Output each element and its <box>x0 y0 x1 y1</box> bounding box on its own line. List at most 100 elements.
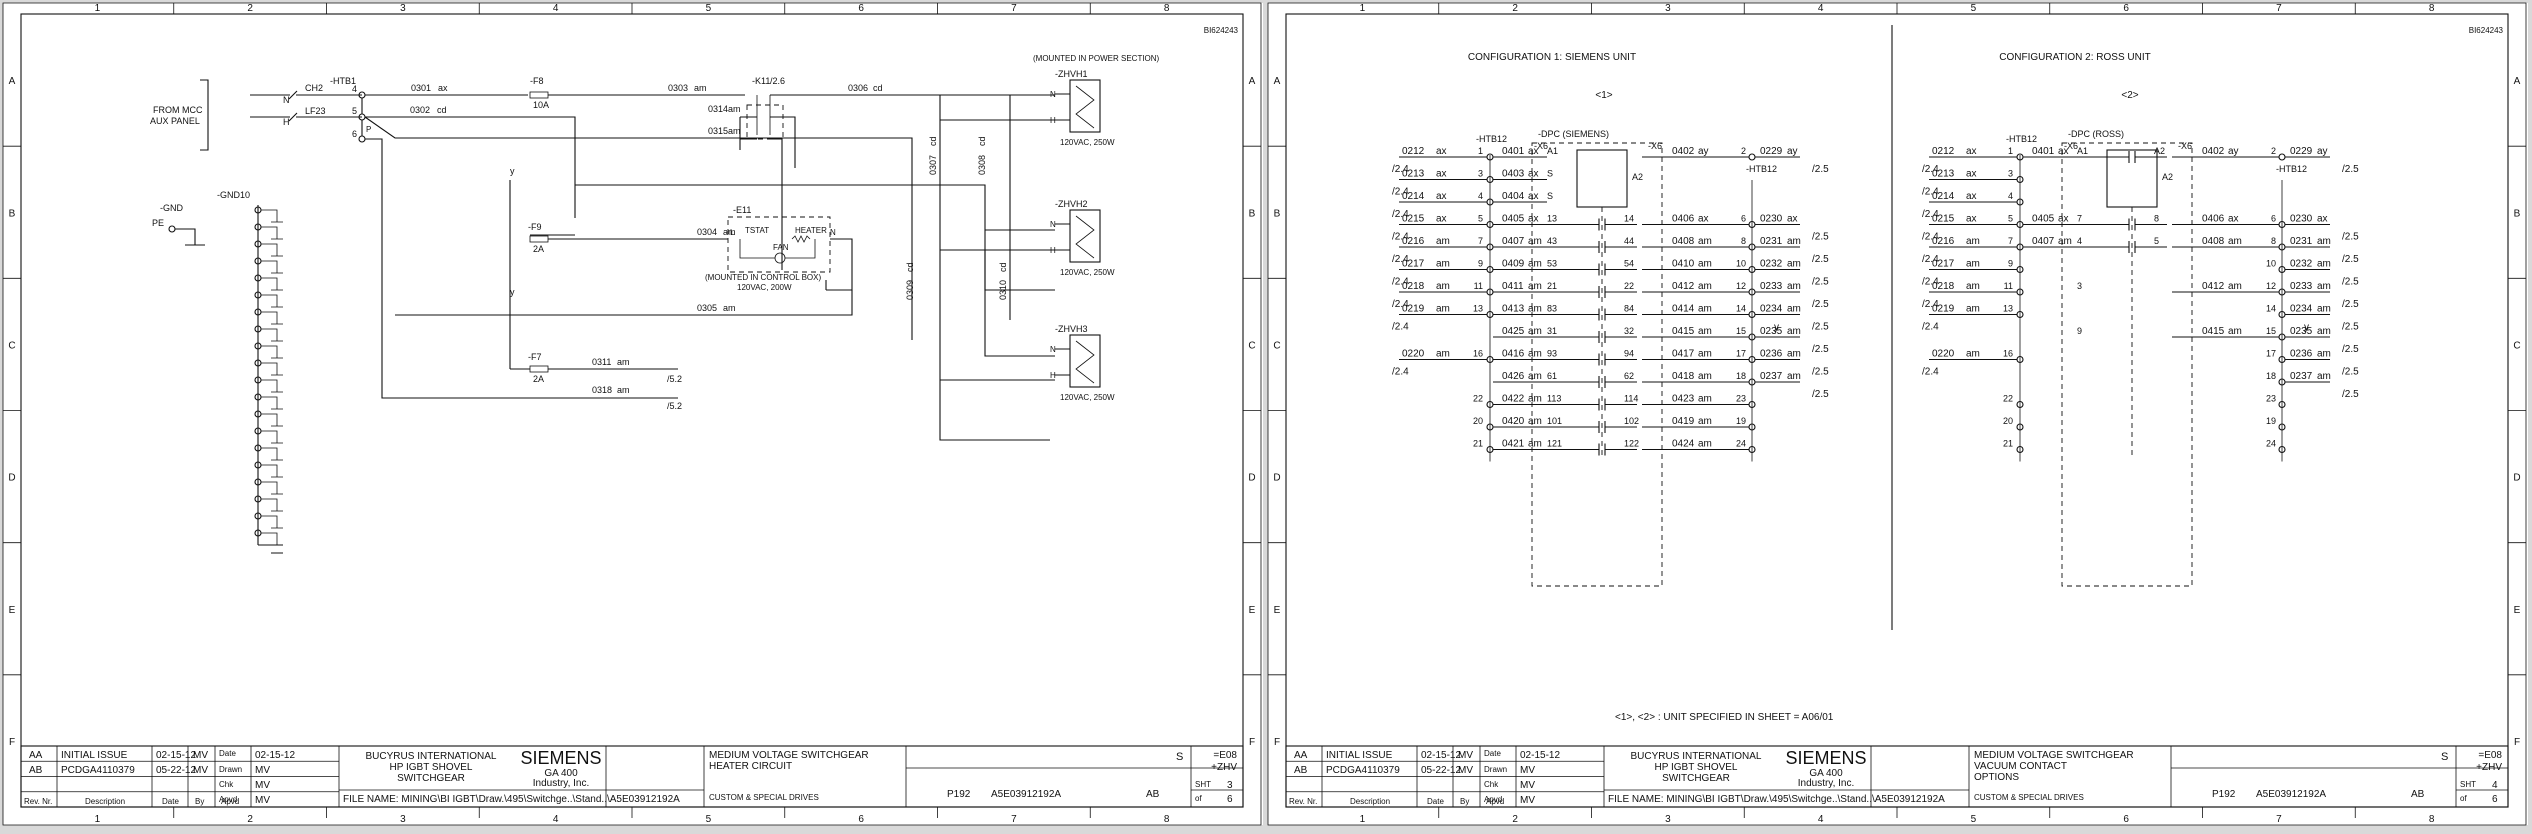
fan-label: FAN <box>773 243 789 252</box>
contact-terminal: 83 <box>1547 304 1557 314</box>
company-line-3: SWITCHGEAR <box>1662 773 1730 784</box>
grid-column-label: 8 <box>2429 814 2435 825</box>
sheet-ref: /2.4 <box>1392 254 1409 265</box>
contact-icon <box>2128 151 2136 163</box>
ground-icon <box>175 228 205 246</box>
l-date: Date <box>219 749 236 758</box>
unit-footnote: <1>, <2> : UNIT SPECIFIED IN SHEET = A06… <box>1615 712 1834 723</box>
h-by: By <box>1460 797 1469 806</box>
sht-label: SHT <box>1195 780 1211 789</box>
company-line-2: HP IGBT SHOVEL <box>1655 762 1738 773</box>
wire-color: ax <box>1528 191 1539 202</box>
wire-number-out2: 0237 <box>1760 371 1783 382</box>
siemens-logo: SIEMENS <box>1785 748 1866 768</box>
svg-text:0301: 0301 <box>411 83 431 93</box>
v-date: 02-15-12 <box>1520 750 1560 761</box>
contact-terminal: 53 <box>1547 259 1557 269</box>
wire-color-out2: am <box>2317 326 2331 337</box>
grid-column-label: 7 <box>1011 814 1017 825</box>
grid-column-label: 6 <box>858 3 864 14</box>
x6-label: -X6 <box>1648 141 1662 151</box>
a2-label: A2 <box>1632 172 1643 182</box>
wire-number: 0405 <box>1502 214 1525 225</box>
htb12-out-terminal <box>1748 445 1756 454</box>
l-apvd: Apvd <box>219 795 237 804</box>
wire-color-in: ax <box>1966 146 1977 157</box>
svg-text:cd: cd <box>928 136 938 146</box>
wire-color-in: ax <box>1966 214 1977 225</box>
htb12-out-terminal <box>1748 423 1756 431</box>
sheet-ref-out: /2.5 <box>2342 254 2359 265</box>
svg-text:N: N <box>830 228 836 237</box>
wire-number-out2: 0231 <box>2290 236 2313 247</box>
config1-tag: <1> <box>1595 90 1612 101</box>
f9-label: -F9 <box>528 222 542 232</box>
terminal-number: 14 <box>1736 304 1746 314</box>
title-divider <box>2171 767 2508 791</box>
svg-text:cd: cd <box>437 105 447 115</box>
sheet-ref: /2.4 <box>1922 209 1939 220</box>
contact-terminal: 84 <box>1624 304 1634 314</box>
h-rev: Rev. Nr. <box>1289 797 1317 806</box>
terminal-number: 20 <box>1473 416 1483 426</box>
desc-1: INITIAL ISSUE <box>1326 750 1393 761</box>
contact-terminal: 44 <box>1624 236 1634 246</box>
contact-terminal: A1 <box>2077 146 2088 156</box>
company-line-1: BUCYRUS INTERNATIONAL <box>1631 751 1762 762</box>
grid-column-label: 4 <box>553 3 559 14</box>
htb12-terminal <box>2016 175 2024 184</box>
eq-code: =E08 <box>2478 750 2502 761</box>
doc-id-4: BI624243 <box>2469 26 2504 35</box>
ground-icon <box>261 379 283 393</box>
terminal-number: 2 <box>2271 146 2276 156</box>
heater-coil-icon <box>1075 215 1095 259</box>
wire-number-out2: 0232 <box>2290 259 2313 270</box>
contact-terminal: 102 <box>1624 416 1639 426</box>
wire-color-out2: am <box>2317 371 2331 382</box>
contact-icon <box>1598 331 1606 343</box>
grid-column-label: 5 <box>706 814 712 825</box>
date-1: 02-15-12 <box>1421 750 1461 761</box>
pe-label: PE <box>152 218 164 228</box>
heater-lead <box>1055 348 1070 376</box>
wire-number: 0407 <box>1502 236 1525 247</box>
date-2: 05-22-12 <box>156 765 196 776</box>
v-apvd: MV <box>255 795 270 806</box>
wire-number: 0403 <box>1502 169 1525 180</box>
wire-color-in: am <box>1436 259 1450 270</box>
grid-row-label: C <box>1248 340 1255 351</box>
grid-column-label: 7 <box>2276 3 2282 14</box>
wire-color-out: ay <box>2228 146 2239 157</box>
terminal-number: 9 <box>2008 259 2013 269</box>
y-label: y <box>1774 322 1779 333</box>
ground-icon <box>261 243 283 257</box>
term-5: 5 <box>352 106 357 116</box>
grid-column-label: 3 <box>400 814 406 825</box>
custom-drives: CUSTOM & SPECIAL DRIVES <box>1974 793 2084 802</box>
wire-number-out2: 0230 <box>1760 214 1783 225</box>
wire-color-out: am <box>1698 281 1712 292</box>
dpc-label: -DPC (ROSS) <box>2068 129 2124 139</box>
aux-panel-label: AUX PANEL <box>150 116 200 126</box>
h-apvd: Apvd <box>1486 797 1504 806</box>
svg-text:2A: 2A <box>533 244 544 254</box>
heater-h: H <box>1050 371 1056 380</box>
sheet-ref: /2.4 <box>1392 299 1409 310</box>
wire-number-out: 0424 <box>1672 439 1695 450</box>
wire-color-out2: am <box>2317 349 2331 360</box>
wire-number-out2: 0236 <box>2290 349 2313 360</box>
x6-label: -X6 <box>1534 141 1548 151</box>
desc-2: PCDGA4110379 <box>61 765 135 776</box>
svg-text:0307: 0307 <box>928 155 938 175</box>
wire-number-in: 0212 <box>1932 146 1955 157</box>
wire-color-out: ax <box>1698 214 1709 225</box>
grid-column-label: 6 <box>2123 3 2129 14</box>
wire-number: 0411 <box>1502 281 1524 292</box>
sheet-ref: /2.4 <box>1922 187 1939 198</box>
terminal-number: 8 <box>2271 236 2276 246</box>
ref-5-2-b: /5.2 <box>667 401 682 411</box>
wire-number-out: 0415 <box>2202 326 2225 337</box>
from-mcc-label: FROM MCC <box>153 105 203 115</box>
